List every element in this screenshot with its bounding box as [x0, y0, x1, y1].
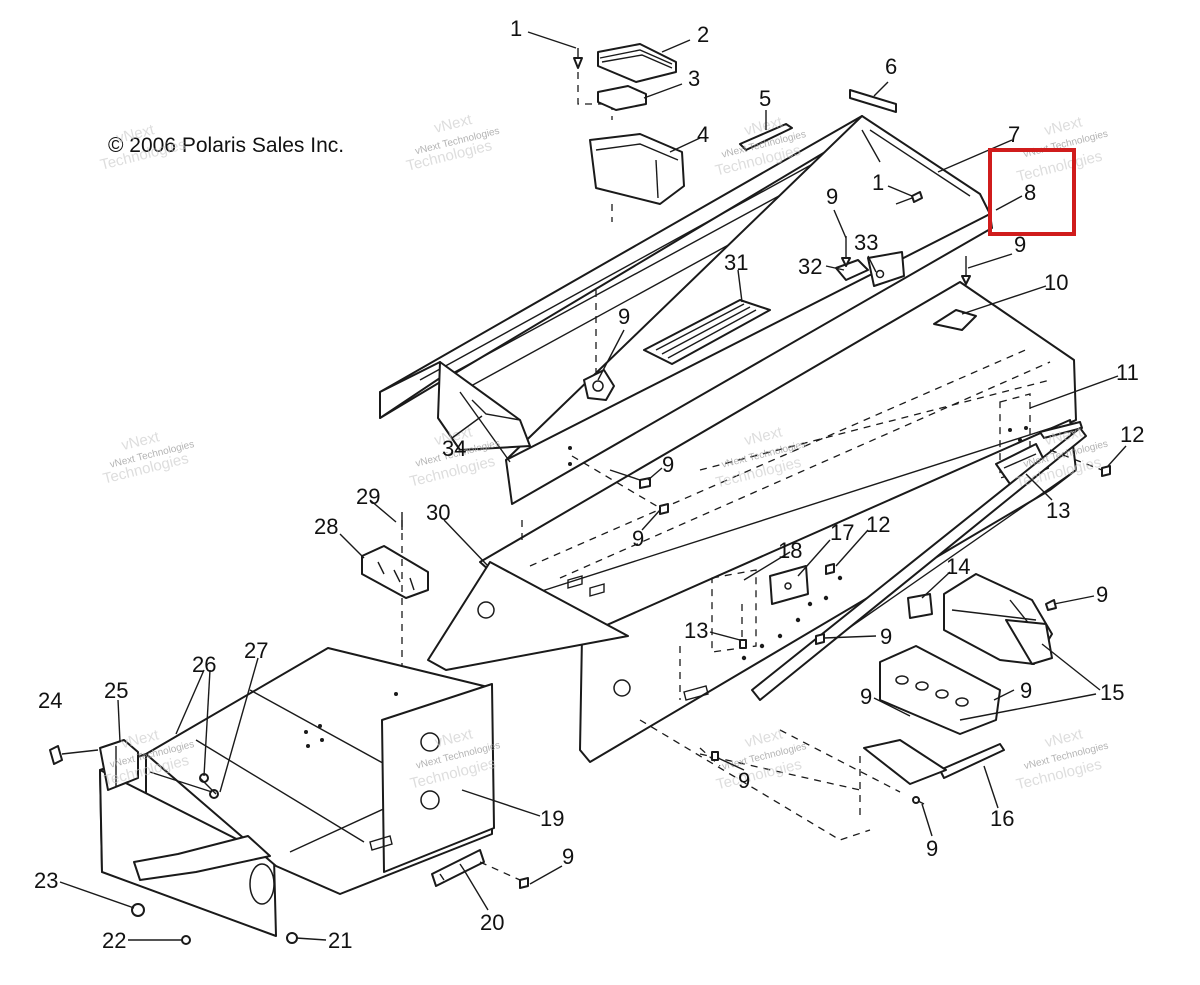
front-bumper-assembly [49, 647, 529, 945]
callout-9: 9 [738, 768, 750, 793]
callout-9: 9 [632, 526, 644, 551]
callout-18: 18 [778, 538, 802, 563]
callout-9: 9 [826, 184, 838, 209]
bracket-28 [361, 512, 429, 690]
fasteners [571, 191, 1111, 761]
callout-23: 23 [34, 868, 58, 893]
callout-9: 9 [1020, 678, 1032, 703]
callout-8: 8 [1024, 180, 1036, 205]
callout-13: 13 [1046, 498, 1070, 523]
callout-6: 6 [885, 54, 897, 79]
callout-20: 20 [480, 910, 504, 935]
frame-top-rail-assembly [379, 115, 993, 505]
callout-1: 1 [510, 16, 522, 41]
copyright-notice: © 2006 Polaris Sales Inc. [108, 134, 344, 157]
callout-9: 9 [618, 304, 630, 329]
callout-27: 27 [244, 638, 268, 663]
callout-9: 9 [662, 452, 674, 477]
callout-11: 11 [1116, 360, 1139, 385]
callout-24: 24 [38, 688, 62, 713]
callout-31: 31 [724, 250, 748, 275]
callout-9: 9 [880, 624, 892, 649]
tunnel-body [479, 281, 1083, 841]
callout-28: 28 [314, 514, 338, 539]
callout-4: 4 [697, 122, 709, 147]
callout-5: 5 [759, 86, 771, 111]
callout-2: 2 [697, 22, 709, 47]
callout-1: 1 [872, 170, 884, 195]
seat-latch-assembly [573, 43, 685, 222]
callout-25: 25 [104, 678, 128, 703]
callout-9: 9 [860, 684, 872, 709]
callout-12: 12 [1120, 422, 1144, 447]
callout-16: 16 [990, 806, 1014, 831]
gusset-30 [427, 520, 629, 671]
callout-14: 14 [946, 554, 970, 579]
callout-19: 19 [540, 806, 564, 831]
callout-12: 12 [866, 512, 890, 537]
callout-9: 9 [562, 844, 574, 869]
callout-7: 7 [1008, 122, 1020, 147]
callout-3: 3 [688, 66, 700, 91]
callout-21: 21 [328, 928, 352, 953]
callout-29: 29 [356, 484, 380, 509]
callout-9: 9 [926, 836, 938, 861]
callout-34: 34 [442, 436, 466, 461]
callout-15: 15 [1100, 680, 1124, 705]
callout-13: 13 [684, 618, 708, 643]
callout-26: 26 [192, 652, 216, 677]
callout-33: 33 [854, 230, 878, 255]
callout-10: 10 [1044, 270, 1068, 295]
callout-17: 17 [830, 520, 854, 545]
highlight-box[interactable] [988, 148, 1076, 236]
callout-9: 9 [1096, 582, 1108, 607]
callout-9: 9 [1014, 232, 1026, 257]
rear-bumper-assembly [699, 427, 1087, 818]
callout-30: 30 [426, 500, 450, 525]
callout-22: 22 [102, 928, 126, 953]
callout-32: 32 [798, 254, 822, 279]
leader-lines [59, 31, 1127, 941]
trim-bars [739, 89, 897, 151]
callout-labels: 1 2 3 4 5 6 7 8 1 9 33 32 9 10 31 9 11 1… [34, 16, 1144, 953]
